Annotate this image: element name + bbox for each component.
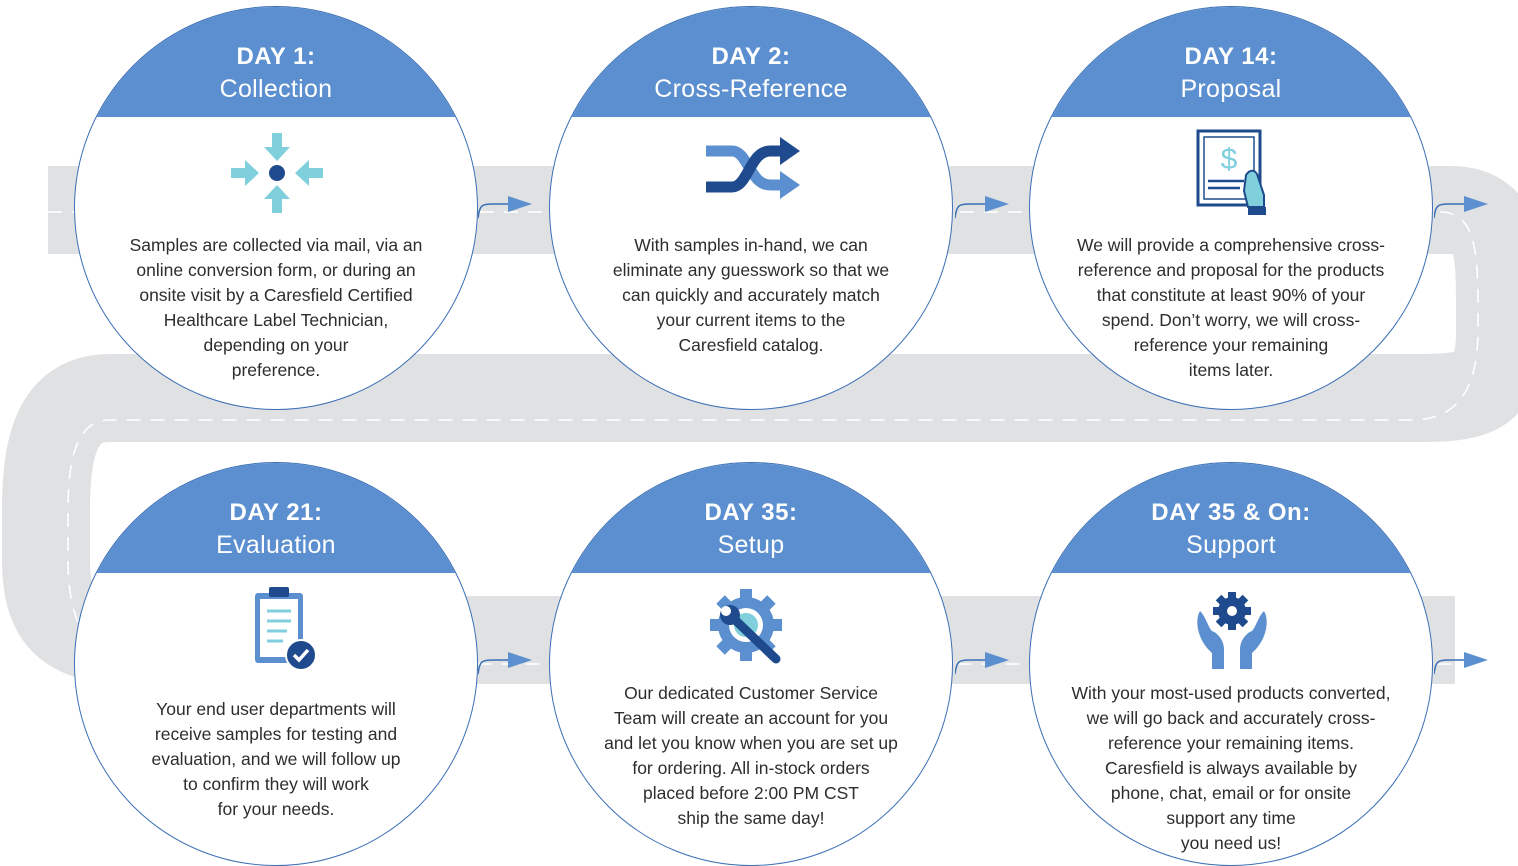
connector-arrow [955, 646, 1015, 676]
connector-arrow [478, 190, 538, 220]
hands-gear-icon [1172, 581, 1292, 677]
connector-arrow [1434, 190, 1494, 220]
step-day-14: DAY 14: Proposal $ We will provide a com… [1029, 6, 1433, 410]
gear-wrench-icon [692, 581, 812, 677]
step-day-label: DAY 14: [1184, 43, 1278, 70]
step-description: Our dedicated Customer Service Team will… [604, 683, 898, 828]
connector-arrow [955, 190, 1015, 220]
road-center-line [48, 211, 1479, 665]
step-day-2: DAY 2: Cross-Reference With samples in-h… [549, 6, 953, 410]
step-title: Proposal [1180, 75, 1282, 103]
step-header [550, 463, 952, 573]
step-header [1030, 7, 1432, 117]
step-day-35: DAY 35: Setup [549, 462, 953, 866]
step-header [75, 463, 477, 573]
step-day-1: DAY 1: Collection Samples are collected … [74, 6, 478, 410]
shuffle-icon [692, 125, 812, 221]
collect-arrows-icon [217, 125, 337, 221]
road-path [2, 166, 1518, 684]
step-description: Samples are collected via mail, via an o… [129, 235, 423, 380]
proposal-document-icon: $ [1172, 125, 1292, 221]
step-description: With your most-used products converted, … [1071, 683, 1391, 853]
step-title: Support [1186, 531, 1276, 559]
step-title: Collection [219, 75, 333, 103]
step-title: Cross-Reference [654, 75, 848, 103]
step-title: Evaluation [216, 531, 336, 559]
step-day-label: DAY 35 & On: [1151, 499, 1311, 526]
step-day-35-on: DAY 35 & On: Support With yo [1029, 462, 1433, 866]
step-day-21: DAY 21: Evaluation Your end user departm… [74, 462, 478, 866]
clipboard-check-icon [217, 581, 337, 677]
svg-text:$: $ [1221, 143, 1238, 176]
step-description: Your end user departments will receive s… [151, 699, 401, 819]
step-header [1030, 463, 1432, 573]
step-header [550, 7, 952, 117]
step-header [75, 7, 477, 117]
connector-arrow [478, 646, 538, 676]
step-day-label: DAY 1: [236, 43, 316, 70]
connector-arrow [1434, 646, 1494, 676]
step-description: We will provide a comprehensive cross- r… [1077, 235, 1385, 380]
step-title: Setup [717, 531, 785, 559]
step-day-label: DAY 21: [229, 499, 323, 526]
step-day-label: DAY 2: [711, 43, 791, 70]
step-day-label: DAY 35: [704, 499, 798, 526]
step-description: With samples in-hand, we can eliminate a… [612, 235, 890, 355]
